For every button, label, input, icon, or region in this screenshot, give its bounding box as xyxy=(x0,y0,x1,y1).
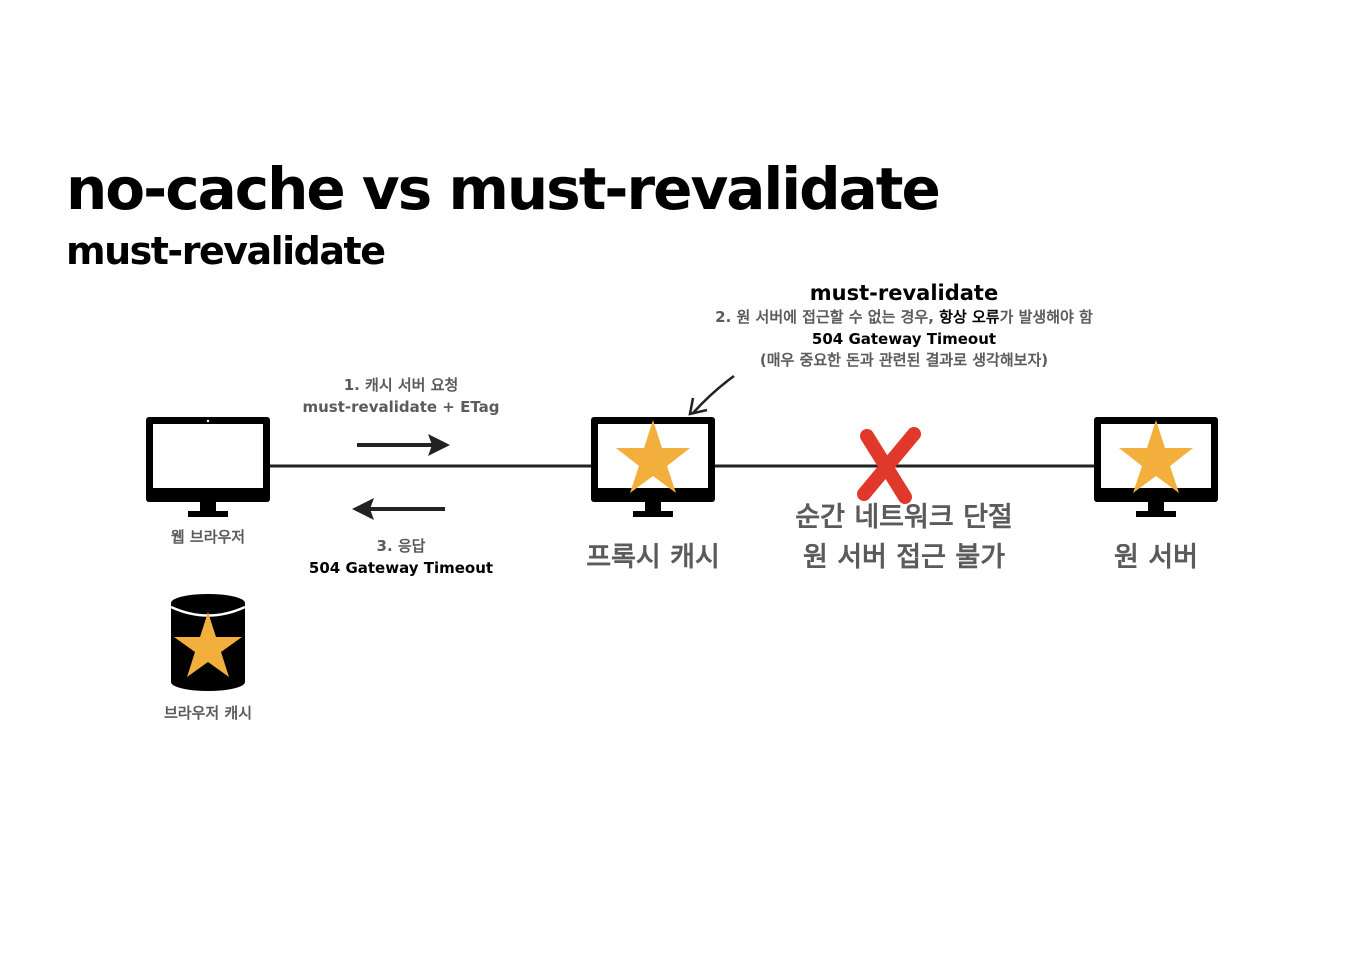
database-icon xyxy=(170,594,246,691)
cross-icon xyxy=(857,427,921,504)
proxy-label: 프록시 캐시 xyxy=(586,542,720,573)
page-title: no-cache vs must-revalidate xyxy=(66,155,941,223)
origin-monitor-icon xyxy=(1094,417,1218,517)
network-failure-line-1: 순간 네트워크 단절 xyxy=(795,502,1013,533)
request-label-line-2: must-revalidate + ETag xyxy=(302,398,500,416)
browser-cache-label: 브라우저 캐시 xyxy=(163,704,253,722)
arrow-left-icon xyxy=(352,498,445,520)
browser-monitor-icon xyxy=(146,417,270,517)
annotation-line-2: 504 Gateway Timeout xyxy=(811,330,997,348)
annotation-line-3: (매우 중요한 돈과 관련된 결과로 생각해보자) xyxy=(759,351,1049,369)
response-label-line-2: 504 Gateway Timeout xyxy=(308,559,494,577)
origin-label: 원 서버 xyxy=(1114,542,1198,573)
arrow-right-icon xyxy=(357,434,450,456)
annotation-line-1-a: 2. 원 서버에 접근할 수 없는 경우, xyxy=(715,308,940,326)
network-failure-line-2: 원 서버 접근 불가 xyxy=(802,542,1006,573)
page-subtitle: must-revalidate xyxy=(66,229,386,273)
origin-star-icon xyxy=(1119,420,1193,493)
request-label-line-1: 1. 캐시 서버 요청 xyxy=(343,376,459,394)
annotation-line-1-emphasis: 항상 오류 xyxy=(939,308,1000,326)
pointer-arrow-icon xyxy=(688,374,735,416)
response-label-line-1: 3. 응답 xyxy=(376,537,426,555)
browser-label: 웹 브라우저 xyxy=(170,528,246,546)
annotation-line-1: 2. 원 서버에 접근할 수 없는 경우, 항상 오류가 발생해야 함 xyxy=(715,310,1093,325)
annotation-heading: must-revalidate xyxy=(809,281,999,305)
proxy-monitor-icon xyxy=(591,417,715,517)
browser-cache-star-icon xyxy=(174,612,242,677)
proxy-star-icon xyxy=(616,420,690,493)
annotation-line-1-c: 가 발생해야 함 xyxy=(999,308,1093,326)
